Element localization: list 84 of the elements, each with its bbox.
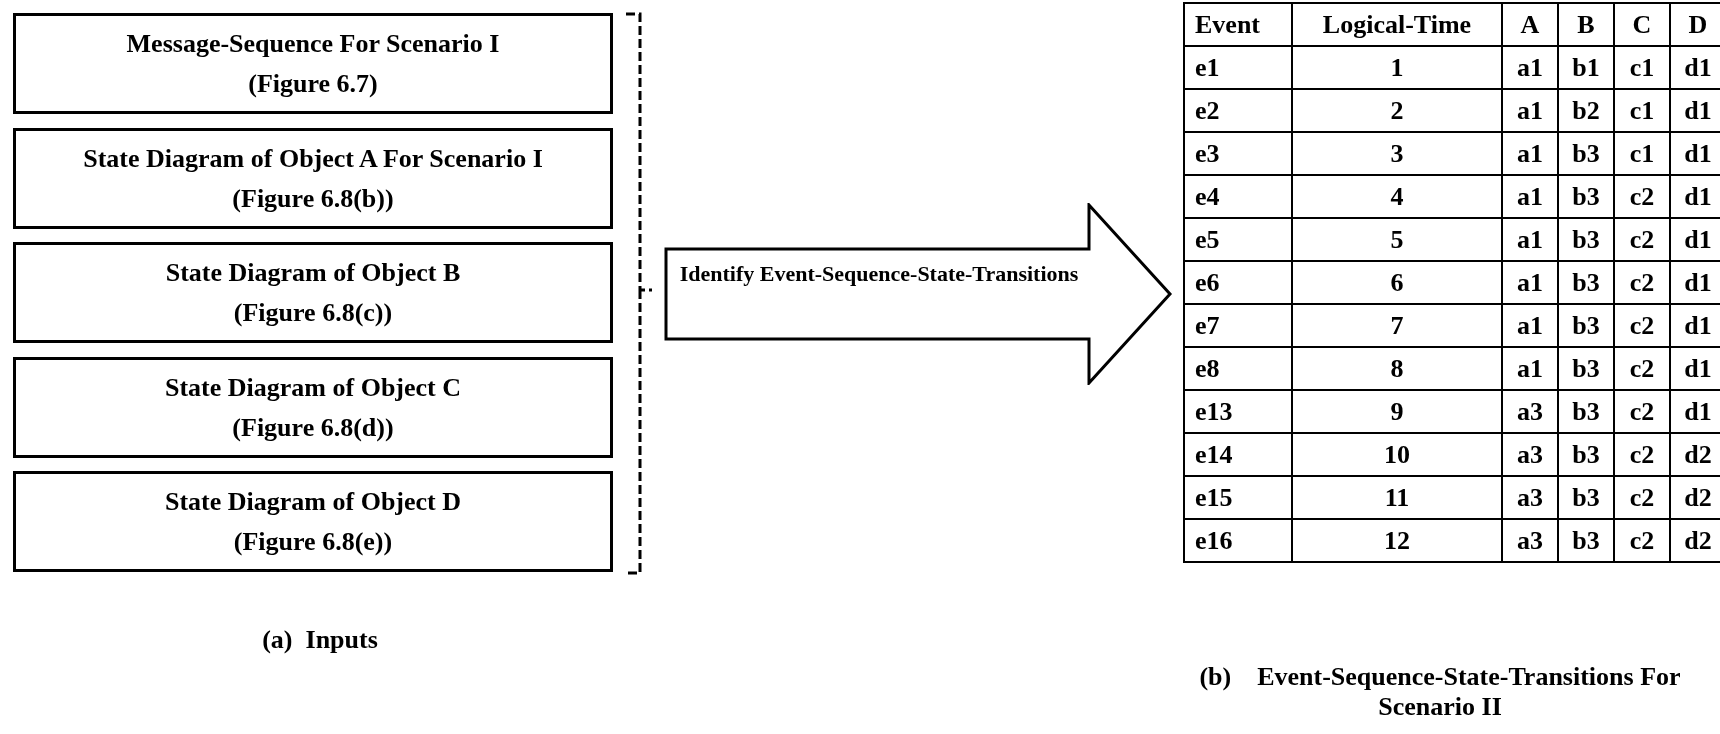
table-cell: c1 <box>1614 89 1670 132</box>
table-cell: a1 <box>1502 46 1558 89</box>
table-cell: e4 <box>1184 175 1292 218</box>
table-cell: e16 <box>1184 519 1292 562</box>
column-header: B <box>1558 3 1614 46</box>
table-cell: c2 <box>1614 476 1670 519</box>
table-cell: b1 <box>1558 46 1614 89</box>
table-cell: a1 <box>1502 261 1558 304</box>
table-cell: e5 <box>1184 218 1292 261</box>
column-header: Logical-Time <box>1292 3 1502 46</box>
table-cell: a1 <box>1502 89 1558 132</box>
caption: (b) Event-Sequence-State-Transitions For Scenario II <box>1198 662 1682 722</box>
table-cell: b3 <box>1558 218 1614 261</box>
table-cell: a3 <box>1502 390 1558 433</box>
box-title: State Diagram of Object C <box>165 371 461 404</box>
figure-reference: (Figure 6.8(e)) <box>233 525 393 558</box>
column-header: Event <box>1184 3 1292 46</box>
table-cell: 8 <box>1292 347 1502 390</box>
table-cell: 6 <box>1292 261 1502 304</box>
table-cell: b3 <box>1558 261 1614 304</box>
table-cell: e3 <box>1184 132 1292 175</box>
figure-reference: (Figure 6.8(d)) <box>232 411 394 444</box>
table-cell: a1 <box>1502 132 1558 175</box>
column-header: C <box>1614 3 1670 46</box>
table-cell: c2 <box>1614 433 1670 476</box>
table-cell: b3 <box>1558 175 1614 218</box>
table-cell: a3 <box>1502 433 1558 476</box>
box-title: State Diagram of Object A For Scenario I <box>83 142 543 175</box>
table-cell: 2 <box>1292 89 1502 132</box>
table-cell: 1 <box>1292 46 1502 89</box>
input-box <box>13 357 613 458</box>
table-cell: e13 <box>1184 390 1292 433</box>
table-cell: c2 <box>1614 519 1670 562</box>
table-cell: 3 <box>1292 132 1502 175</box>
column-header: D <box>1670 3 1720 46</box>
table-cell: a3 <box>1502 519 1558 562</box>
table-cell: b2 <box>1558 89 1614 132</box>
table-cell: e15 <box>1184 476 1292 519</box>
input-box <box>13 242 613 343</box>
table-cell: a1 <box>1502 175 1558 218</box>
box-title: State Diagram of Object D <box>165 485 461 518</box>
input-box <box>13 13 613 114</box>
table-cell: e7 <box>1184 304 1292 347</box>
caption: (a) Inputs <box>261 625 379 655</box>
box-title: State Diagram of Object B <box>165 256 461 289</box>
table-cell: c2 <box>1614 261 1670 304</box>
table-cell: c1 <box>1614 46 1670 89</box>
box-title: Message-Sequence For Scenario I <box>126 27 500 60</box>
table-cell: 11 <box>1292 476 1502 519</box>
table-cell: 4 <box>1292 175 1502 218</box>
table-cell: a3 <box>1502 476 1558 519</box>
table-cell: b3 <box>1558 519 1614 562</box>
table-cell: e1 <box>1184 46 1292 89</box>
table-cell: b3 <box>1558 476 1614 519</box>
figure-reference: (Figure 6.8(c)) <box>233 296 393 329</box>
table-cell: c2 <box>1614 347 1670 390</box>
figure-reference: (Figure 6.8(b)) <box>232 182 394 215</box>
table-cell: b3 <box>1558 304 1614 347</box>
input-box <box>13 128 613 229</box>
table-cell: b3 <box>1558 433 1614 476</box>
table-cell: 7 <box>1292 304 1502 347</box>
table-cell: c2 <box>1614 175 1670 218</box>
table-cell: c2 <box>1614 390 1670 433</box>
table-cell: e14 <box>1184 433 1292 476</box>
table-cell: b3 <box>1558 132 1614 175</box>
table-cell: 10 <box>1292 433 1502 476</box>
column-header: A <box>1502 3 1558 46</box>
table-cell: a1 <box>1502 218 1558 261</box>
table-cell: 9 <box>1292 390 1502 433</box>
figure-reference: (Figure 6.7) <box>248 67 378 100</box>
table-cell: b3 <box>1558 390 1614 433</box>
table-cell: c2 <box>1614 218 1670 261</box>
table-cell: e2 <box>1184 89 1292 132</box>
table-cell: e8 <box>1184 347 1292 390</box>
table-cell: c2 <box>1614 304 1670 347</box>
table-cell: 12 <box>1292 519 1502 562</box>
arrow-label: Identify Event-Sequence-State-Transitions <box>678 260 1080 288</box>
table-cell: a1 <box>1502 347 1558 390</box>
table-cell: c1 <box>1614 132 1670 175</box>
table-cell: e6 <box>1184 261 1292 304</box>
table-cell: 5 <box>1292 218 1502 261</box>
input-box <box>13 471 613 572</box>
table-cell: b3 <box>1558 347 1614 390</box>
table-cell: a1 <box>1502 304 1558 347</box>
